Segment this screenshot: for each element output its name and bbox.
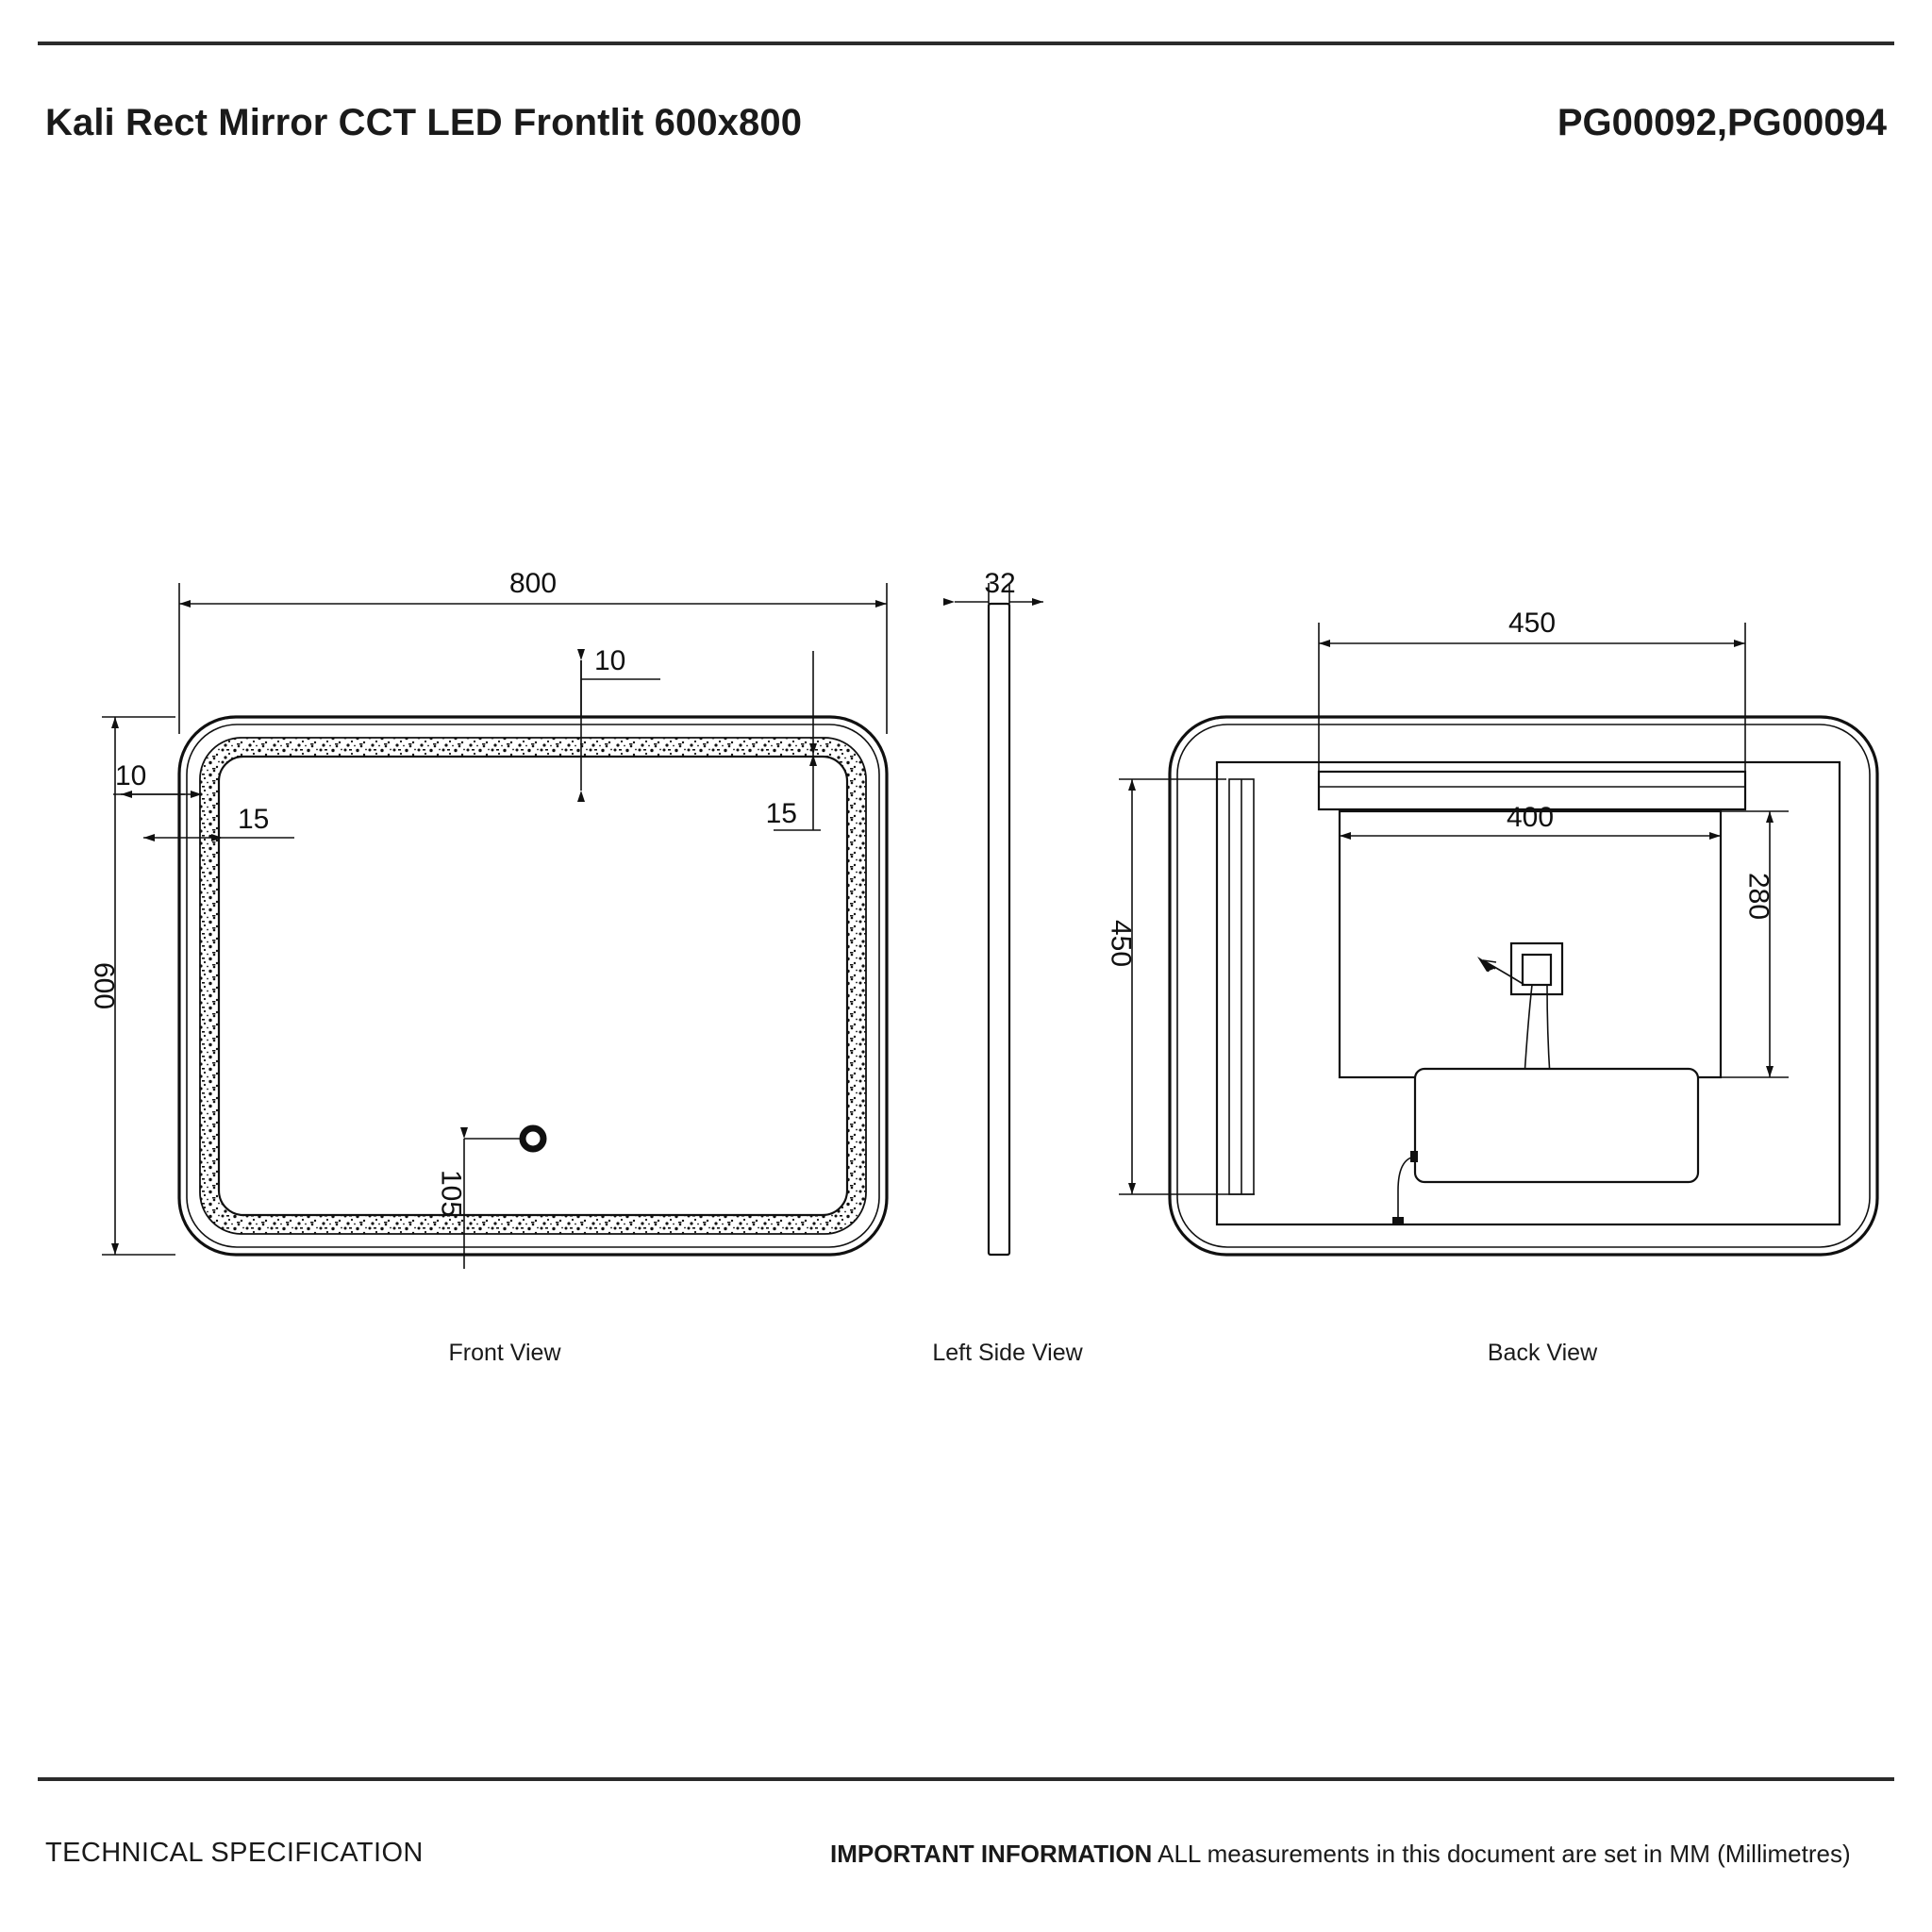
back-driver-box bbox=[1413, 1067, 1700, 1184]
front-dim-10-left-text: 10 bbox=[115, 760, 146, 791]
front-dim-800-text: 800 bbox=[509, 568, 557, 599]
back-dim-450h-text: 450 bbox=[1106, 920, 1137, 967]
back-top-bar bbox=[1317, 770, 1747, 811]
back-wire-branch bbox=[1482, 959, 1525, 986]
product-codes: PG00092,PG00094 bbox=[1557, 102, 1887, 143]
back-dim-450w-text: 450 bbox=[1508, 608, 1556, 639]
back-view-group: 450 450 400 280 bbox=[1106, 608, 1879, 1257]
back-wire-left bbox=[1524, 984, 1533, 1077]
side-view-group: 32 bbox=[943, 568, 1043, 1257]
back-mains-cable bbox=[1397, 1156, 1416, 1223]
back-dim-280-text: 280 bbox=[1743, 873, 1774, 920]
front-dim-600-text: 600 bbox=[89, 962, 120, 1009]
caption-back-view: Back View bbox=[1487, 1340, 1598, 1366]
caption-left-side-view: Left Side View bbox=[932, 1340, 1083, 1366]
front-dim-105-text: 105 bbox=[436, 1170, 467, 1217]
footer-important-text: ALL measurements in this document are se… bbox=[1152, 1840, 1851, 1868]
front-dim-10-top-text: 10 bbox=[594, 645, 625, 676]
side-profile-outline bbox=[987, 602, 1011, 1257]
back-vertical-strip bbox=[1228, 778, 1255, 1195]
front-led-band-outer bbox=[199, 737, 867, 1235]
side-dim-32-text: 32 bbox=[984, 568, 1015, 599]
caption-front-view: Front View bbox=[448, 1340, 561, 1366]
front-touch-sensor-icon bbox=[519, 1124, 547, 1153]
back-mirror-outline bbox=[1168, 715, 1879, 1257]
front-mirror-reflective-area bbox=[217, 755, 849, 1217]
footer-technical-specification: TECHNICAL SPECIFICATION bbox=[45, 1838, 424, 1868]
header-divider bbox=[38, 42, 1894, 45]
front-dim-15-left-text: 15 bbox=[238, 804, 269, 835]
back-cable-gland-top bbox=[1410, 1151, 1418, 1162]
page-title: Kali Rect Mirror CCT LED Frontlit 600x80… bbox=[45, 102, 803, 143]
back-demister-pad bbox=[1338, 809, 1723, 1079]
front-view-group: 800 600 10 15 10 15 bbox=[89, 568, 889, 1269]
back-backing-panel bbox=[1215, 760, 1841, 1226]
back-wire-right bbox=[1546, 984, 1551, 1077]
back-mirror-outline-inner bbox=[1176, 724, 1871, 1248]
back-connector-right bbox=[1541, 1075, 1558, 1095]
back-cable-gland-bottom bbox=[1392, 1217, 1404, 1224]
back-wire-arrow-splay bbox=[1482, 959, 1497, 973]
front-mirror-edge-inner bbox=[186, 724, 880, 1248]
footer-important-label: IMPORTANT INFORMATION bbox=[830, 1840, 1153, 1868]
back-dim-400-text: 400 bbox=[1507, 802, 1554, 833]
back-connector-left bbox=[1516, 1075, 1534, 1095]
back-wire-arrowhead bbox=[1477, 957, 1496, 972]
footer-important-information: IMPORTANT INFORMATION ALL measurements i… bbox=[830, 1840, 1851, 1869]
front-dim-15-right-text: 15 bbox=[766, 798, 797, 829]
footer-divider bbox=[38, 1777, 1894, 1781]
back-junction-box-outer bbox=[1509, 941, 1564, 996]
front-mirror-outline bbox=[177, 715, 889, 1257]
back-junction-box-inner bbox=[1521, 953, 1553, 987]
